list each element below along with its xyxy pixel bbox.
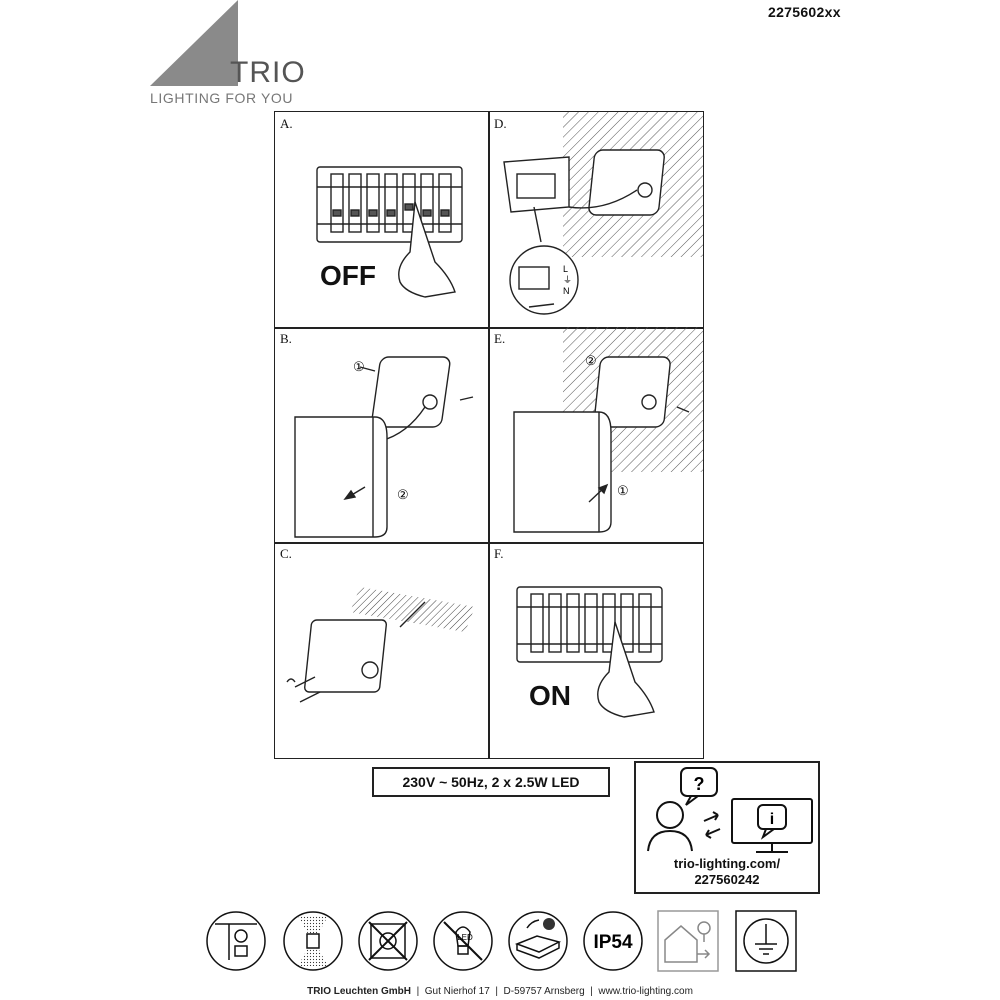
power-spec: 230V ~ 50Hz, 2 x 2.5W LED: [372, 767, 610, 797]
wiring-connection-icon: L ⏚ N: [503, 112, 703, 315]
exchange-arrows-icon: [703, 811, 721, 839]
no-cover-insulation-icon: [358, 911, 418, 971]
panel-e: E. ② ①: [489, 327, 703, 542]
panel-label: B.: [280, 331, 292, 346]
person-icon: [647, 801, 693, 852]
panel-label: F.: [494, 546, 504, 561]
trio-logo-icon: [150, 0, 238, 86]
footer-address: Gut Nierhof 17: [424, 986, 490, 997]
panel-label: A.: [280, 116, 293, 131]
step-two: ②: [397, 487, 409, 502]
footer: TRIO Leuchten GmbH | Gut Nierhof 17 | D-…: [307, 986, 693, 997]
wire-live: L: [563, 264, 568, 274]
breaker-box-icon: [516, 586, 663, 718]
footer-web-link[interactable]: www.trio-lighting.com: [598, 986, 693, 997]
panel-label: E.: [494, 331, 506, 346]
panel-label: C.: [280, 546, 292, 561]
ip-rating-icon: IP54: [583, 911, 643, 971]
wall-plate-fix-icon: [286, 587, 475, 703]
ip-text: IP54: [593, 932, 633, 953]
step-one: ①: [353, 359, 365, 374]
panel-a: A. OFF: [275, 112, 489, 327]
monitor-info-icon: [731, 798, 813, 853]
wall-mount-icon: [206, 911, 266, 971]
wire-earth: ⏚: [563, 275, 572, 285]
panel-label: D.: [494, 116, 507, 131]
on-label: ON: [529, 680, 571, 711]
luminaire-fit-icon: ② ①: [513, 327, 703, 533]
question-bubble-icon: [680, 767, 718, 806]
panel-c: C.: [275, 542, 489, 757]
footer-city: D-59757 Arnsberg: [503, 986, 585, 997]
document-code: 2275602xx: [768, 4, 841, 20]
brand-name: TRIO: [230, 56, 306, 89]
panel-d: D. L ⏚ N: [489, 112, 703, 327]
breaker-box-icon: [316, 166, 463, 298]
instruction-grid: A. OFF: [274, 111, 704, 759]
step-two: ②: [585, 353, 597, 368]
panel-b: B. ① ②: [275, 327, 489, 542]
info-mark: i: [770, 811, 774, 828]
info-id: 227560242: [694, 872, 760, 887]
led-not-replaceable-icon: LED: [433, 911, 493, 971]
up-down-light-icon: [283, 911, 343, 971]
step-one: ①: [617, 483, 629, 498]
protection-class-earth-icon: [735, 910, 797, 972]
led-text: LED: [457, 933, 473, 942]
wire-neutral: N: [563, 286, 570, 296]
support-illustration: ? i: [647, 767, 813, 853]
question-mark: ?: [694, 774, 705, 794]
panel-f: F. ON: [489, 542, 703, 757]
driver-not-replaceable-icon: [508, 911, 568, 971]
off-label: OFF: [320, 260, 376, 291]
brand-tagline: LIGHTING FOR YOU: [150, 90, 294, 106]
luminaire-mount-icon: ① ②: [294, 356, 474, 538]
info-url[interactable]: trio-lighting.com/: [673, 856, 781, 871]
footer-company: TRIO Leuchten GmbH: [307, 986, 411, 997]
indoor-outdoor-icon: [657, 910, 719, 972]
info-box: ? i trio-lighting.com/ 227560242: [634, 761, 820, 894]
